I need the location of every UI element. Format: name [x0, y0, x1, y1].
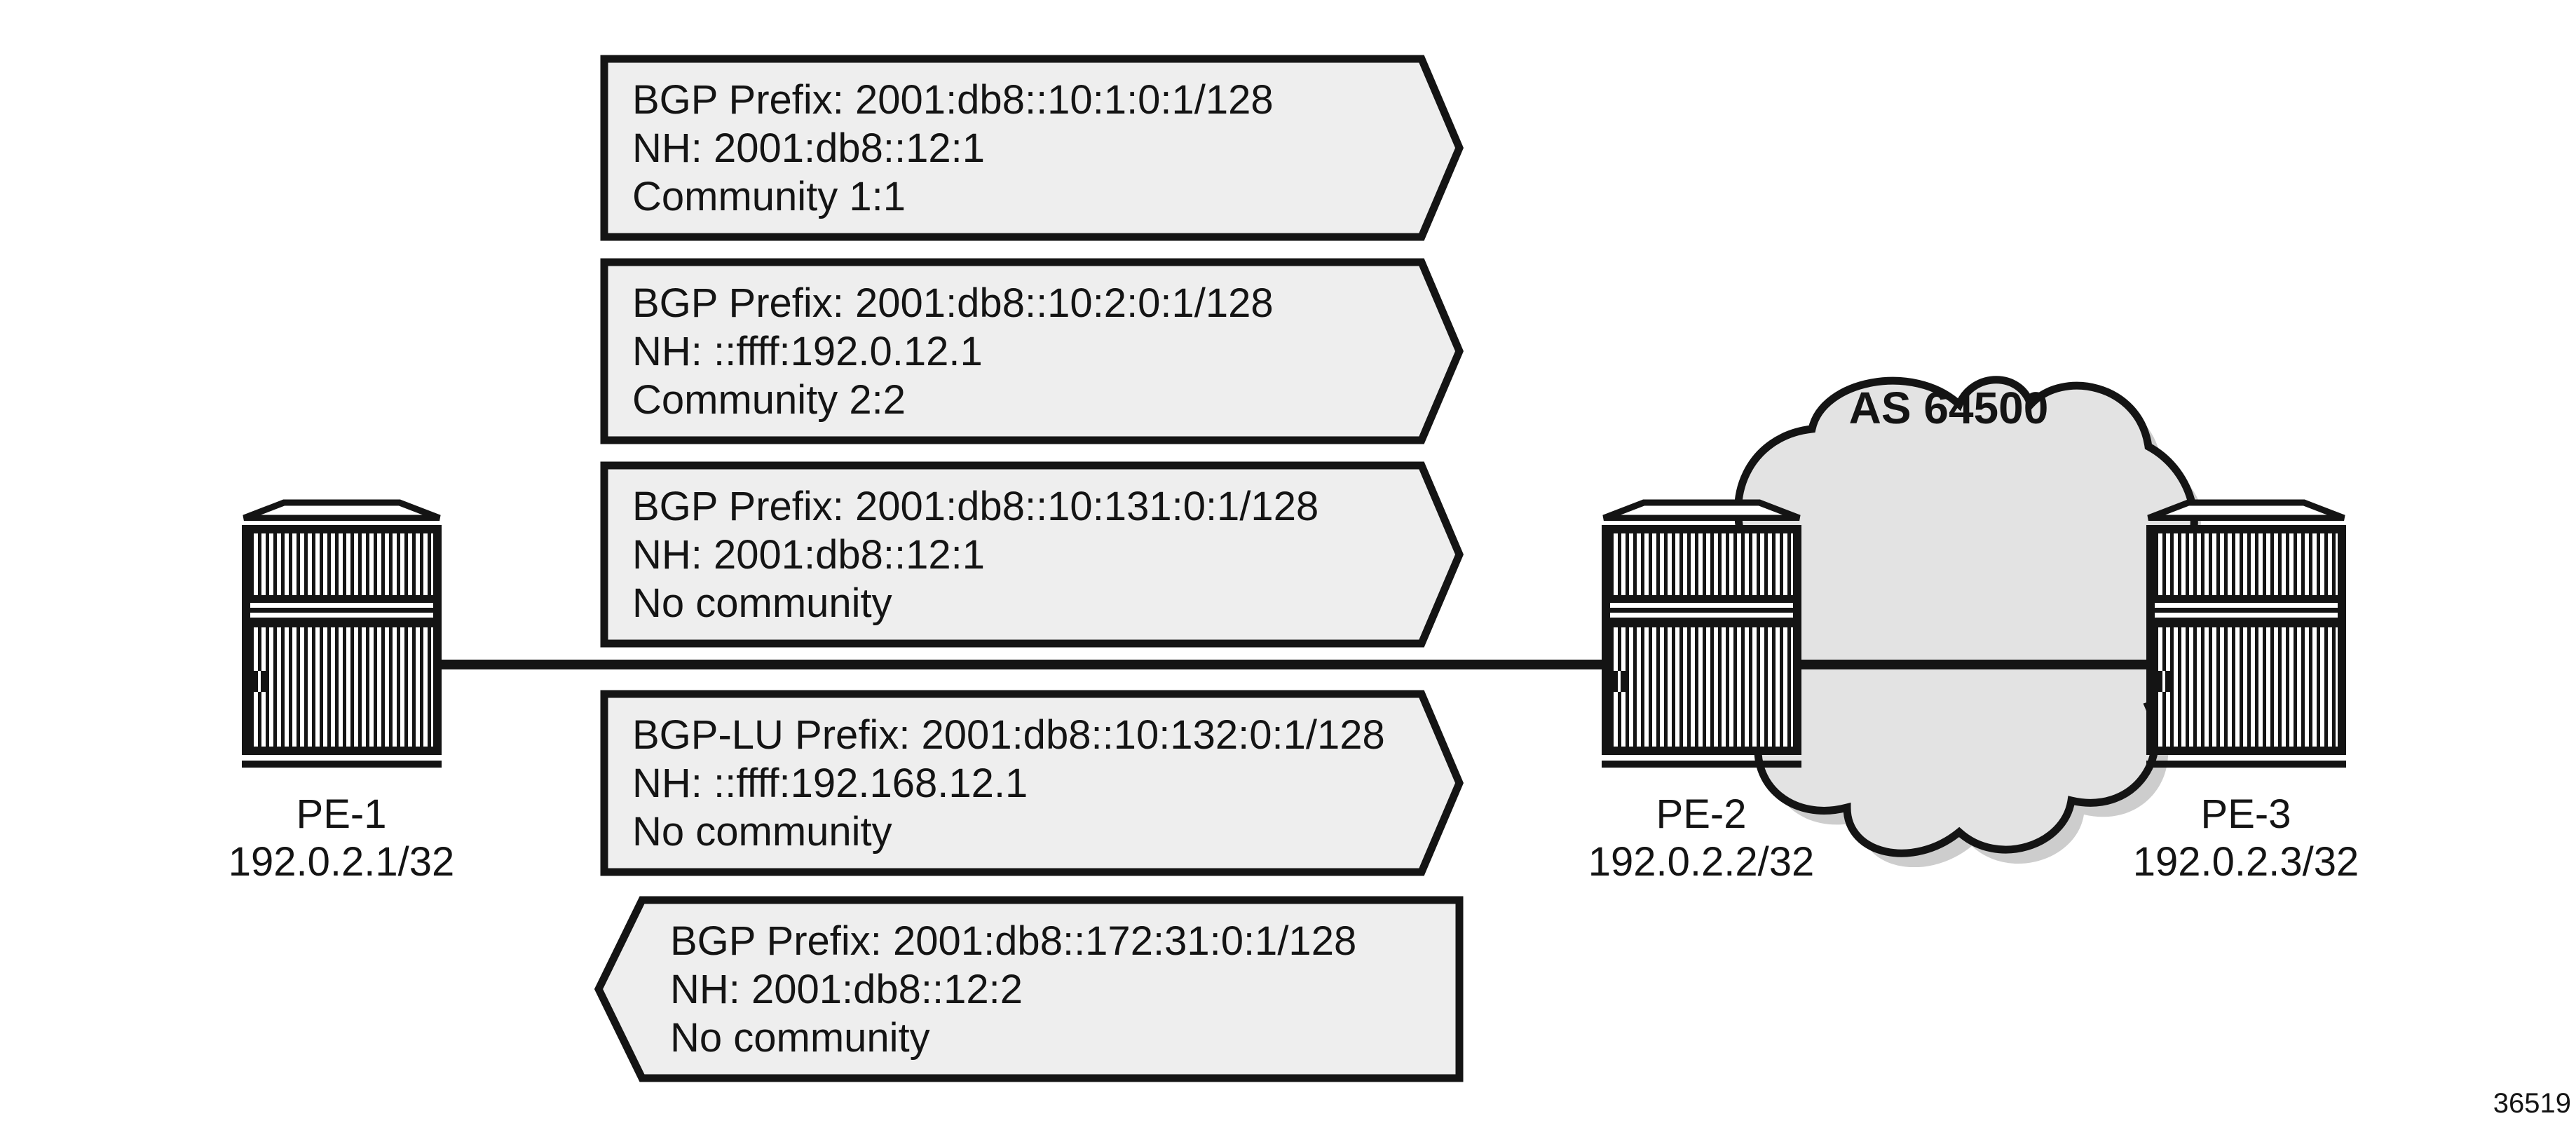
router-chassis — [1602, 525, 1801, 755]
banner-line: BGP Prefix: 2001:db8::10:2:0:1/128 — [632, 280, 1274, 326]
router-cards-lower — [250, 627, 433, 747]
router-label-pe1: PE-1 192.0.2.1/32 — [131, 791, 552, 886]
banner-line: No community — [632, 808, 892, 855]
router-cards-upper — [2155, 533, 2338, 595]
figure-number: 36519 — [2493, 1088, 2571, 1119]
router-label-pe3: PE-3 192.0.2.3/32 — [2036, 791, 2456, 886]
router-handle-icon — [1610, 671, 1629, 692]
router-lid-icon — [2147, 499, 2345, 521]
router-chassis — [2146, 525, 2346, 755]
banner-line: BGP Prefix: 2001:db8::10:131:0:1/128 — [632, 483, 1319, 529]
router-cards-upper — [250, 533, 433, 595]
router-name: PE-3 — [2200, 791, 2291, 837]
router-cards-lower — [1610, 627, 1793, 747]
router-base — [242, 761, 442, 768]
banner-line: NH: 2001:db8::12:1 — [632, 125, 986, 171]
router-lid-icon — [243, 499, 441, 521]
router-address: 192.0.2.1/32 — [228, 839, 455, 885]
as-cloud-icon — [1712, 376, 2201, 867]
router-address: 192.0.2.2/32 — [1588, 839, 1815, 885]
router-icon-pe3 — [2146, 499, 2346, 768]
bgp-route-banner-1: BGP Prefix: 2001:db8::10:1:0:1/128 NH: 2… — [600, 55, 1464, 241]
banner-arrow-right-icon — [600, 690, 1464, 876]
router-cards-upper — [1610, 533, 1793, 595]
router-handle-icon — [2155, 671, 2174, 692]
router-base — [1602, 761, 1801, 768]
link-line — [438, 660, 2162, 669]
banner-line: BGP Prefix: 2001:db8::172:31:0:1/128 — [670, 918, 1357, 964]
router-lid-icon — [1602, 499, 1801, 521]
router-name: PE-1 — [296, 791, 387, 837]
banner-arrow-right-icon — [600, 258, 1464, 444]
router-name: PE-2 — [1656, 791, 1747, 837]
banner-arrow-right-icon — [600, 461, 1464, 648]
bgp-route-banner-4: BGP-LU Prefix: 2001:db8::10:132:0:1/128 … — [600, 690, 1464, 876]
router-base — [2146, 761, 2346, 768]
banner-line: NH: 2001:db8::12:1 — [632, 531, 986, 578]
router-divider-band — [1610, 595, 1793, 627]
router-icon-pe1 — [242, 499, 442, 768]
router-divider-band — [2155, 595, 2338, 627]
bgp-route-banner-2: BGP Prefix: 2001:db8::10:2:0:1/128 NH: :… — [600, 258, 1464, 444]
bgp-route-banner-3: BGP Prefix: 2001:db8::10:131:0:1/128 NH:… — [600, 461, 1464, 648]
banner-line: No community — [632, 580, 892, 626]
banner-line: BGP Prefix: 2001:db8::10:1:0:1/128 — [632, 76, 1274, 123]
banner-line: NH: ::ffff:192.168.12.1 — [632, 760, 1028, 806]
banner-arrow-left-icon — [594, 896, 1464, 1082]
router-label-pe2: PE-2 192.0.2.2/32 — [1491, 791, 1911, 886]
banner-line: NH: ::ffff:192.0.12.1 — [632, 328, 983, 374]
banner-arrow-right-icon — [600, 55, 1464, 241]
banner-line: BGP-LU Prefix: 2001:db8::10:132:0:1/128 — [632, 712, 1385, 758]
banner-line: No community — [670, 1014, 930, 1061]
banner-line: Community 1:1 — [632, 173, 906, 219]
banner-line: Community 2:2 — [632, 376, 906, 423]
as-label: AS 64500 — [1848, 383, 2049, 433]
router-cards-lower — [2155, 627, 2338, 747]
router-address: 192.0.2.3/32 — [2132, 839, 2359, 885]
router-divider-band — [250, 595, 433, 627]
router-chassis — [242, 525, 442, 755]
banner-line: NH: 2001:db8::12:2 — [670, 966, 1023, 1012]
router-icon-pe2 — [1602, 499, 1801, 768]
bgp-route-banner-5: BGP Prefix: 2001:db8::172:31:0:1/128 NH:… — [594, 896, 1464, 1082]
router-handle-icon — [250, 671, 269, 692]
